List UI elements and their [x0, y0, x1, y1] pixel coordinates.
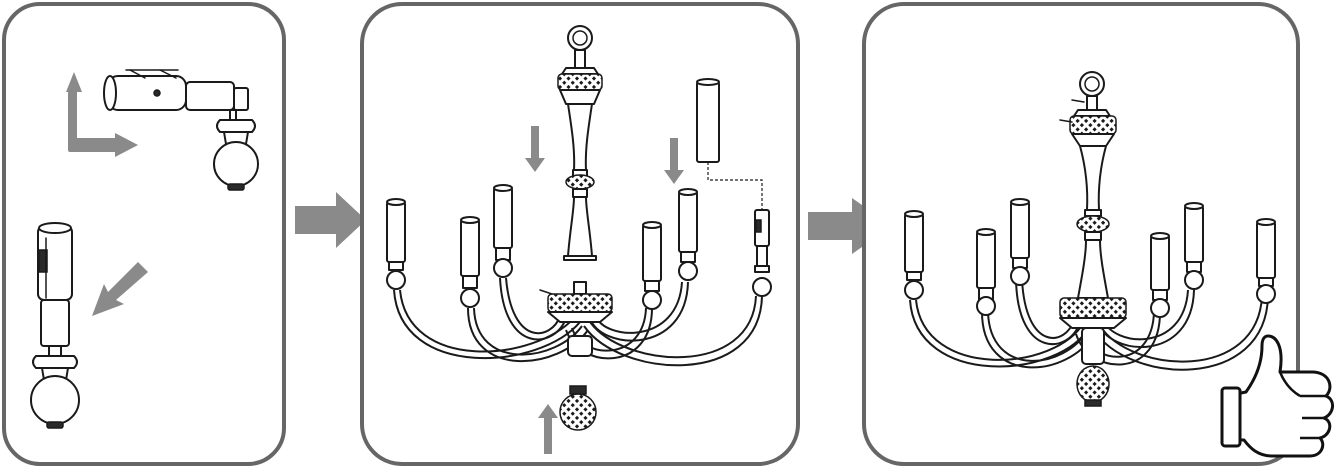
- ornament-band: [557, 73, 603, 91]
- candle-1-assembled: [904, 210, 924, 300]
- candle-arm-6-socket: [752, 209, 772, 297]
- panel-3-frame: [862, 2, 1300, 466]
- motion-arrow-icon: [664, 138, 684, 184]
- center-column: [557, 25, 603, 261]
- socket-vertical: [30, 222, 80, 429]
- candle-3-assembled: [1010, 198, 1030, 286]
- socket-horizontal: [103, 69, 259, 191]
- candle-sleeve: [696, 78, 763, 210]
- thumbs-up-icon: [1220, 334, 1334, 458]
- motion-arrow-icon: [525, 126, 545, 172]
- center-column-assembled: [1059, 71, 1127, 407]
- candle-4-assembled: [1150, 232, 1170, 318]
- motion-arrow-icon: [66, 72, 138, 157]
- right-arrow-icon: [295, 192, 366, 248]
- bottom-finial: [559, 385, 597, 431]
- candle-2-assembled: [976, 228, 996, 316]
- candle-5-assembled: [1184, 202, 1204, 290]
- candle-arm-3: [493, 184, 513, 278]
- candle-arm-5: [678, 188, 698, 281]
- ball-finial: [213, 141, 259, 187]
- chandelier-arms: [393, 277, 763, 367]
- motion-arrow-icon: [538, 404, 558, 454]
- panel-1: [2, 2, 286, 466]
- cup-mount: [216, 119, 256, 133]
- panel-3: [862, 2, 1334, 466]
- center-hub: [539, 281, 613, 357]
- ball-finial-lower: [30, 375, 80, 425]
- panel-2: [360, 2, 800, 466]
- socket-body: [107, 75, 187, 111]
- motion-arrow-icon: [92, 262, 148, 316]
- candle-arm-4: [642, 221, 662, 310]
- candle-arm-2: [460, 216, 480, 308]
- candle-6-assembled: [1256, 218, 1276, 304]
- candle-arm-1: [386, 198, 406, 290]
